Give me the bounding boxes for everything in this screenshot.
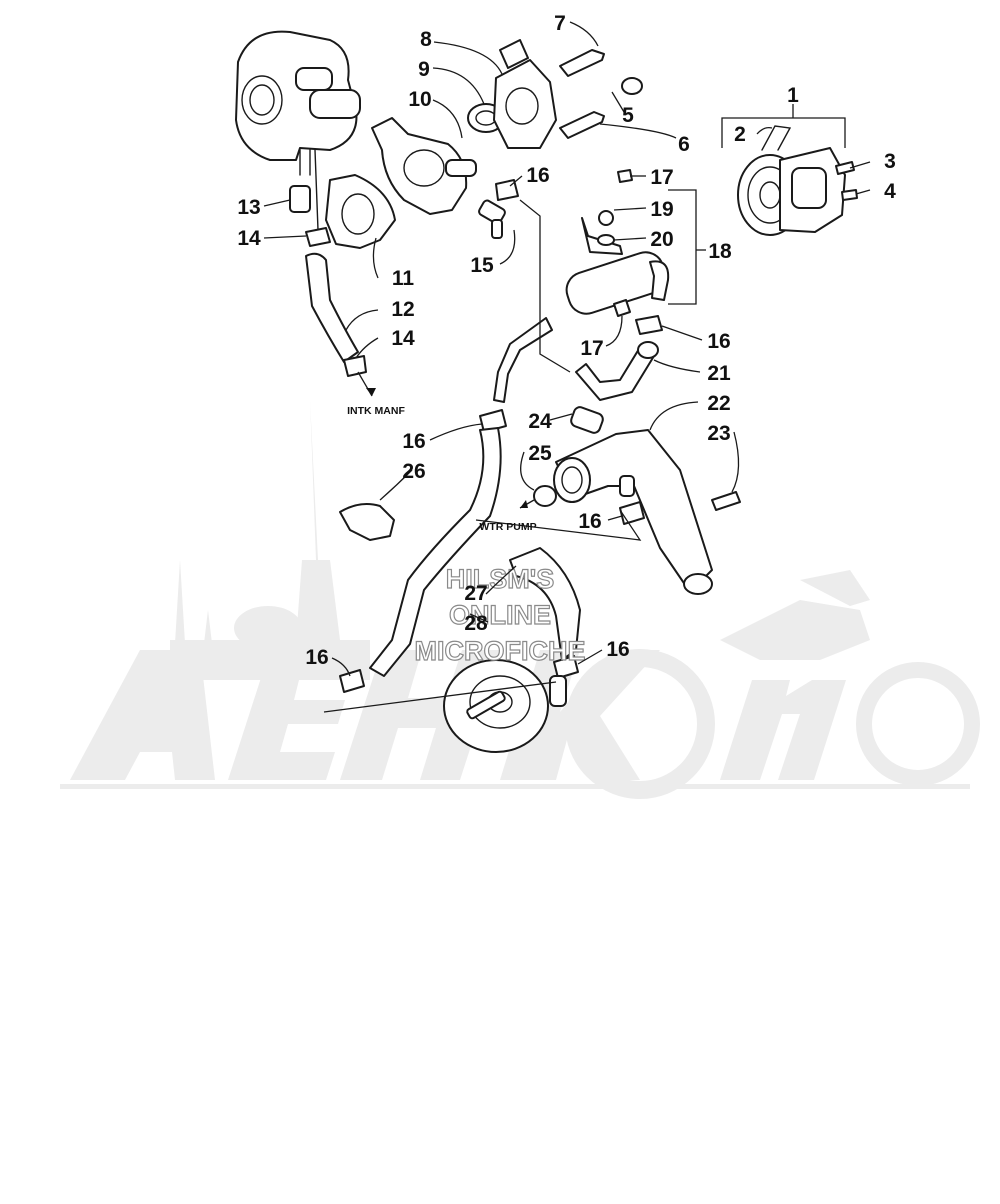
callout-17-top: 17 [650,166,673,189]
callout-7: 7 [554,12,566,35]
callout-16-mid: 16 [402,430,425,453]
clamp-16-lower-right-shape [553,655,579,679]
hose-28-shape [369,427,502,677]
callout-14-upper: 14 [237,227,261,250]
callout-16-manifold: 16 [707,330,730,353]
callout-20: 20 [650,228,673,251]
clamp-14-lower-shape [343,355,367,377]
note-intake-manifold: INTK MANF [347,405,405,417]
callout-21: 21 [707,362,731,385]
note-water-pump: WTR PUMP [479,521,536,533]
callout-5: 5 [622,104,634,127]
thermostat-housing [371,117,506,239]
o-ring-25-shape [533,485,557,507]
callout-leaders [263,21,871,677]
callout-10: 10 [408,88,431,111]
hose-12-shape [305,252,359,363]
water-pump-assembly [721,104,858,236]
watermark-line-2: ONLINE [449,600,551,630]
callout-14-lower: 14 [391,327,415,350]
hose-24-shape [570,406,604,434]
clamp-16-pipe-shape [619,501,645,525]
callout-26: 26 [402,460,425,483]
callout-3: 3 [884,150,896,173]
clamp-16-top-shape [495,179,519,201]
clamp-16-mid-shape [479,409,507,433]
callout-19: 19 [650,198,673,221]
throttle-body [235,30,361,231]
gasket-11-shape [325,174,396,249]
callout-25: 25 [528,442,552,465]
callout-22: 22 [707,392,730,415]
callout-24: 24 [528,410,552,433]
clamp-16-lower-left-shape [339,669,365,693]
callout-6: 6 [678,133,690,156]
callout-9: 9 [418,58,430,81]
callout-1: 1 [787,84,799,107]
bolt-23-shape [711,491,741,511]
callout-16-lower-right: 16 [606,638,629,661]
callout-8: 8 [420,28,432,51]
clamp-16-manifold-shape [635,315,663,335]
outlet-pipe-22 [553,429,713,595]
bracket-26-shape [339,503,395,541]
callout-16-top: 16 [526,164,549,187]
coolant-manifold [493,169,706,403]
callout-15: 15 [470,254,494,277]
callout-17-lower: 17 [580,337,603,360]
callout-11: 11 [392,267,415,290]
callout-16-lower-left: 16 [305,646,328,669]
callout-4: 4 [884,180,896,203]
cooler-unit [443,659,567,753]
callout-numbers: 1 2 3 4 5 6 7 8 9 10 11 12 13 14 14 15 1… [237,12,896,669]
watermark-text: HILSM'S ONLINE MICROFICHE [414,563,586,666]
callout-23: 23 [707,422,730,445]
callout-13: 13 [237,196,260,219]
hose-13-shape [289,185,311,213]
watermark-line-1: HILSM'S [446,564,554,594]
hose-27-shape [509,547,581,661]
callout-16-pipe: 16 [578,510,601,533]
callout-27: 27 [464,582,487,605]
watermark-line-3: MICROFICHE [415,636,586,666]
callout-18: 18 [708,240,732,263]
thermostat-cover [467,39,643,149]
clamp-14-upper-shape [305,227,331,247]
callout-12: 12 [391,298,414,321]
callout-2: 2 [734,123,746,146]
callout-28: 28 [464,612,488,635]
reference-lines [323,199,642,713]
